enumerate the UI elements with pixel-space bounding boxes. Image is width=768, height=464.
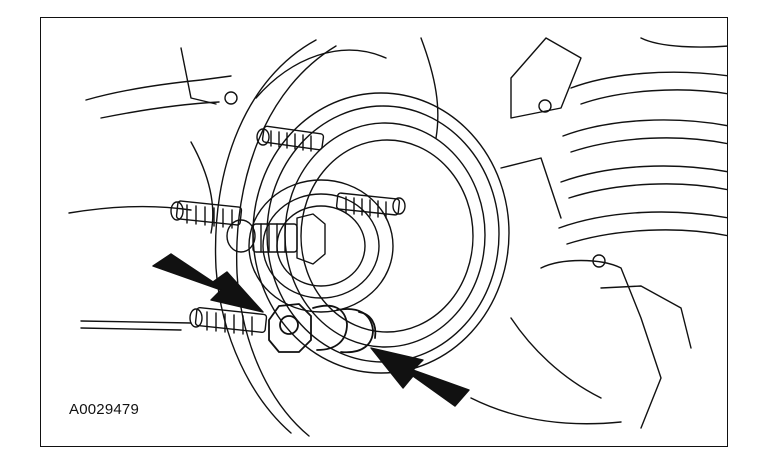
figure-code: A0029479 — [69, 401, 140, 418]
illustration-frame: A0029479 — [40, 17, 728, 447]
backing-plate-arcs — [214, 37, 439, 437]
wheel-hub-line-drawing — [68, 37, 727, 437]
wheel-studs — [170, 125, 406, 336]
center-hub-nut — [226, 213, 326, 265]
lug-nut-assembly — [268, 303, 377, 354]
knuckle-bracket — [470, 37, 692, 429]
vehicle-body-outline — [68, 47, 238, 331]
pointer-arrow-lower — [370, 347, 470, 407]
pointer-arrow-upper — [152, 253, 264, 313]
coil-spring — [558, 37, 727, 245]
brake-drum-rings — [248, 92, 510, 374]
